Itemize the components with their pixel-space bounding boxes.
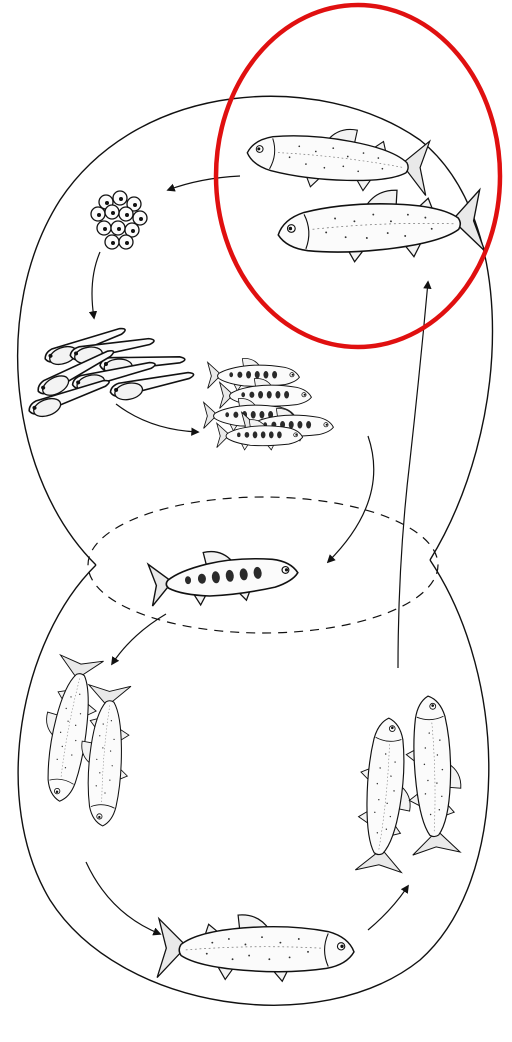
alevin-icon [27, 323, 196, 421]
arrow-fry-to-parr [328, 436, 374, 562]
arrow-adults-to-eggs [168, 176, 240, 190]
spawning-adults-icon [244, 119, 485, 266]
smolt-pair-icon [33, 653, 134, 827]
arrow-smolts-to-ocean [86, 862, 160, 934]
arrow-parr-to-smolts [112, 614, 166, 664]
ocean-salmon-icon [157, 915, 354, 981]
arrow-eggs-to-alevins [92, 252, 100, 318]
arrow-alevins-to-fry [116, 404, 198, 432]
fry-school-icon [204, 358, 334, 449]
arrow-ocean-to-returning [368, 886, 408, 930]
parr-icon [147, 543, 300, 610]
returning-salmon-pair-icon [352, 695, 463, 874]
egg-cluster-icon [91, 191, 147, 249]
